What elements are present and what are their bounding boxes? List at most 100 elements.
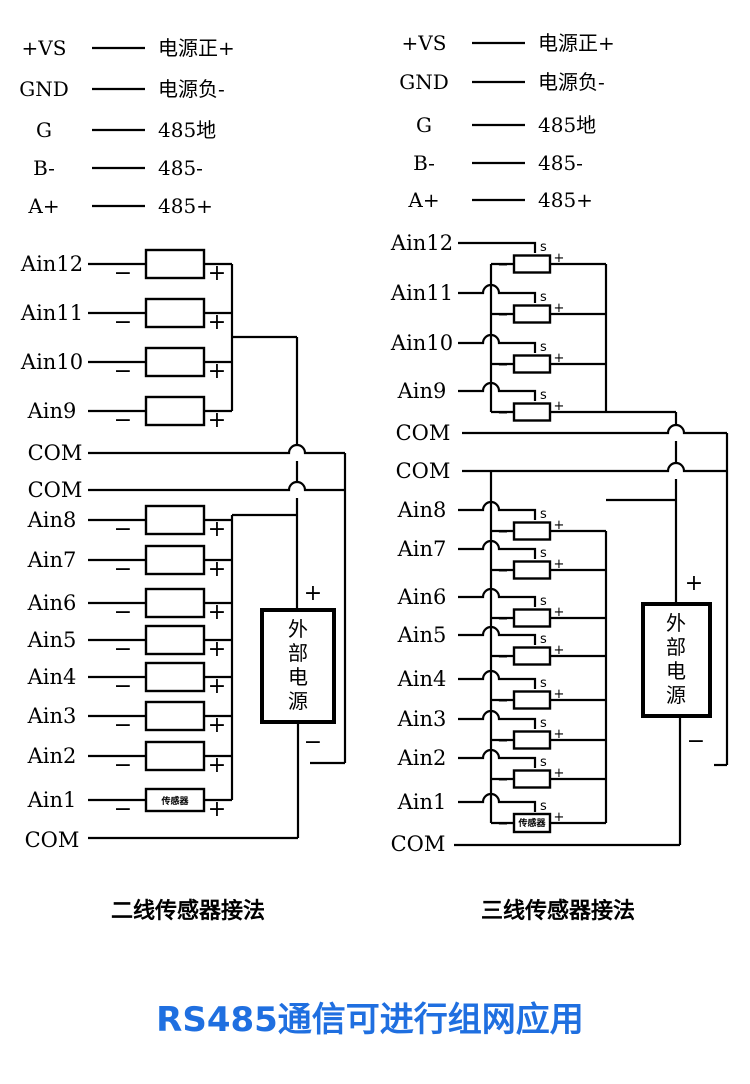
input-label: Ain1 xyxy=(397,790,447,814)
external-power-supply xyxy=(260,608,336,724)
signal-mark: s xyxy=(540,716,547,731)
sensor-block xyxy=(512,690,552,710)
plus-sign: + xyxy=(208,557,226,582)
plus-sign: + xyxy=(208,359,226,384)
minus-sign: − xyxy=(498,773,509,788)
input-label: Ain8 xyxy=(27,508,77,532)
input-label: Ain10 xyxy=(20,350,83,374)
minus-sign: − xyxy=(498,817,509,832)
sensor-block xyxy=(512,646,552,666)
signal-mark: s xyxy=(540,340,547,355)
signal-mark: s xyxy=(540,290,547,305)
sensor-block xyxy=(144,587,206,619)
signal-mark: s xyxy=(540,594,547,609)
legend-pin-right: B- xyxy=(413,151,435,175)
legend-desc-right: 电源正+ xyxy=(538,31,615,55)
sensor-block xyxy=(144,624,206,656)
sensor-block xyxy=(512,769,552,789)
legend-desc-right: 485地 xyxy=(538,113,596,137)
two-wire-caption: 二线传感器接法 xyxy=(111,898,265,924)
supply-label: 源 xyxy=(288,689,308,713)
plus-sign: + xyxy=(554,766,565,781)
signal-wire xyxy=(458,709,537,729)
legend-desc-left: 485+ xyxy=(158,194,213,218)
sensor-block xyxy=(512,304,552,324)
legend-desc-left: 电源正+ xyxy=(158,36,235,60)
signal-wire xyxy=(458,381,537,401)
plus-sign: + xyxy=(554,301,565,316)
supply-label: 部 xyxy=(666,635,686,659)
legend-pin-right: +VS xyxy=(402,31,447,55)
plus-sign: + xyxy=(208,600,226,625)
minus-sign: − xyxy=(498,694,509,709)
plus-sign: + xyxy=(208,261,226,286)
com-wire xyxy=(462,461,727,473)
signal-wire xyxy=(458,748,537,768)
supply-plus-sign: + xyxy=(304,581,322,606)
signal-wire xyxy=(458,792,537,812)
input-label: Ain3 xyxy=(27,704,77,728)
rs485-banner: RS485通信可进行组网应用 xyxy=(156,1000,584,1040)
input-label: Ain7 xyxy=(27,548,77,572)
legend-pin-left: B- xyxy=(33,156,55,180)
minus-sign: − xyxy=(114,408,132,433)
input-label: Ain2 xyxy=(397,746,447,770)
plus-sign: + xyxy=(554,557,565,572)
minus-sign: − xyxy=(498,258,509,273)
com-label: COM xyxy=(28,478,83,502)
sensor-block xyxy=(144,504,206,536)
plus-sign: + xyxy=(208,517,226,542)
plus-sign: + xyxy=(554,251,565,266)
com-wire xyxy=(462,423,727,435)
signal-wire xyxy=(458,587,537,607)
input-label: Ain4 xyxy=(397,667,447,691)
minus-sign: − xyxy=(114,261,132,286)
plus-sign: + xyxy=(208,637,226,662)
supply-minus-sign: − xyxy=(304,730,322,755)
supply-label: 电 xyxy=(288,665,308,689)
minus-sign: − xyxy=(114,557,132,582)
com-label: COM xyxy=(391,832,446,856)
legend-pin-left: +VS xyxy=(22,36,67,60)
minus-sign: − xyxy=(114,359,132,384)
plus-sign: + xyxy=(554,810,565,825)
signal-mark: s xyxy=(540,546,547,561)
signal-mark: s xyxy=(540,632,547,647)
sensor-block xyxy=(512,608,552,628)
input-label: Ain10 xyxy=(390,331,453,355)
input-label: Ain5 xyxy=(27,628,77,652)
signal-mark: s xyxy=(540,755,547,770)
signal-wire xyxy=(458,283,537,303)
minus-sign: − xyxy=(114,713,132,738)
sensor-block xyxy=(144,395,206,427)
input-label: Ain8 xyxy=(397,498,447,522)
sensor-block xyxy=(512,730,552,750)
sensor-block xyxy=(512,560,552,580)
signal-mark: s xyxy=(540,240,547,255)
com-label: COM xyxy=(396,421,451,445)
supply-minus-sign: − xyxy=(687,729,705,754)
legend-pin-right: G xyxy=(416,113,432,137)
plus-sign: + xyxy=(554,643,565,658)
signal-wire xyxy=(458,539,537,559)
two-wire-diagram: Ain12−+Ain11−+Ain10−+Ain9−+Ain8−+Ain7−+A… xyxy=(20,248,347,852)
com-wire xyxy=(88,443,345,455)
legend-pin-right: GND xyxy=(399,70,449,94)
plus-sign: + xyxy=(554,687,565,702)
minus-sign: − xyxy=(498,308,509,323)
sensor-block xyxy=(144,297,206,329)
legend-pin-right: A+ xyxy=(407,188,439,212)
supply-label: 源 xyxy=(666,683,686,707)
minus-sign: − xyxy=(114,310,132,335)
legend-desc-left: 485地 xyxy=(158,118,216,142)
input-label: Ain1 xyxy=(27,788,77,812)
minus-sign: − xyxy=(114,600,132,625)
sensor-label: 传感器 xyxy=(517,817,546,829)
sensor-block xyxy=(512,521,552,541)
signal-mark: s xyxy=(540,676,547,691)
plus-sign: + xyxy=(554,727,565,742)
minus-sign: − xyxy=(498,650,509,665)
input-label: Ain7 xyxy=(397,537,447,561)
